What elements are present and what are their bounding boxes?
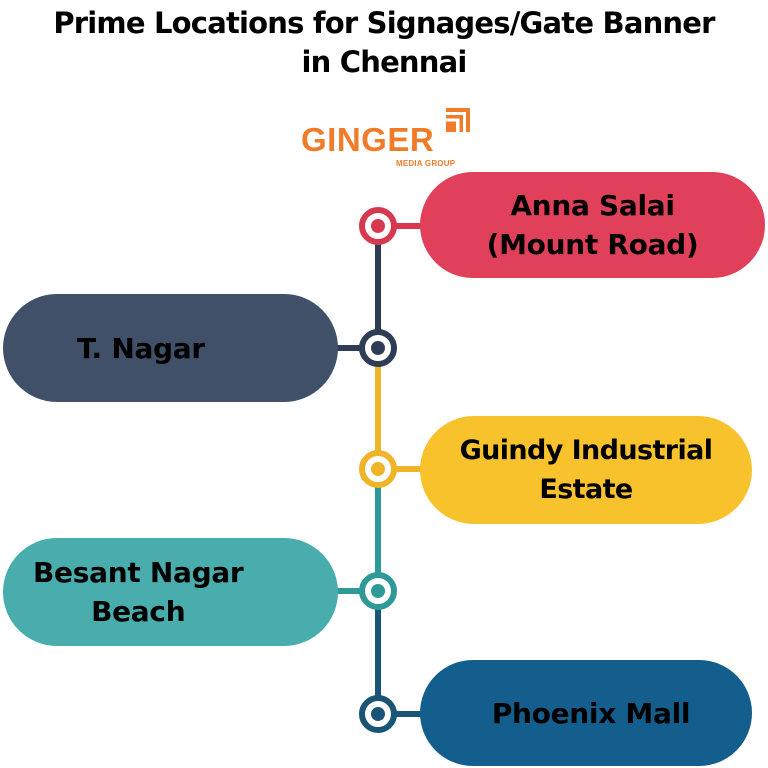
location-pill-t-nagar: T. Nagar: [3, 294, 338, 402]
location-pill-anna-salai: Anna Salai (Mount Road): [420, 172, 765, 278]
location-label: Anna Salai: [510, 189, 675, 222]
connector-besant-nagar: [334, 588, 364, 594]
timeline-node-anna-salai: [359, 207, 397, 245]
page-title: Prime Locations for Signages/Gate Banner…: [0, 4, 768, 82]
timeline-node-besant-nagar: [359, 572, 397, 610]
timeline-segment-1: [375, 240, 381, 340]
location-label: Estate: [539, 474, 633, 505]
logo-wordmark: GINGER: [301, 121, 435, 158]
title-line-1: Prime Locations for Signages/Gate Banner: [53, 6, 715, 40]
connector-guindy: [392, 466, 424, 472]
connector-phoenix-mall: [392, 711, 424, 717]
timeline-node-phoenix-mall: [359, 695, 397, 733]
timeline-segment-3: [375, 484, 381, 584]
location-label: Phoenix Mall: [491, 696, 691, 730]
title-line-2: in Chennai: [301, 45, 467, 79]
timeline-node-guindy: [359, 450, 397, 488]
location-label: Besant Nagar: [33, 556, 244, 589]
timeline-segment-4: [375, 606, 381, 706]
location-pill-besant-nagar: Besant Nagar Beach: [3, 538, 338, 646]
location-pill-phoenix-mall: Phoenix Mall: [420, 660, 752, 766]
ginger-media-group-logo: GINGER MEDIA GROUP: [298, 104, 478, 170]
connector-t-nagar: [334, 345, 364, 351]
location-label: (Mount Road): [486, 228, 699, 261]
logo-subtitle: MEDIA GROUP: [396, 159, 456, 168]
location-label: Beach: [91, 595, 186, 628]
timeline-node-t-nagar: [359, 329, 397, 367]
timeline-segment-2: [375, 362, 381, 462]
connector-anna-salai: [392, 223, 424, 229]
location-pill-guindy: Guindy Industrial Estate: [420, 416, 752, 524]
ginger-corner-mark-icon: [446, 108, 470, 132]
location-label: Guindy Industrial: [459, 435, 713, 466]
location-label: T. Nagar: [77, 331, 205, 365]
